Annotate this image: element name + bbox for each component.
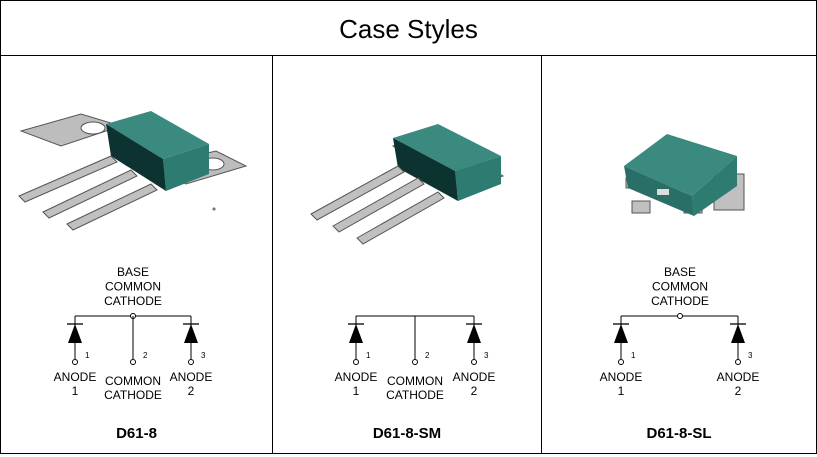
anode-number: 2 [471, 384, 478, 398]
package-image-d61-8 [18, 111, 248, 231]
anode-number: 1 [618, 384, 625, 398]
anode-label: ANODE [600, 370, 643, 384]
anode-label: ANODE [54, 370, 97, 384]
diode-icon [467, 324, 481, 343]
pin-number: 3 [748, 351, 753, 360]
pin-number: 1 [631, 351, 636, 360]
anode-label: ANODE [170, 370, 213, 384]
common-cathode-label: COMMON [387, 374, 443, 388]
pin-terminal-icon [412, 359, 418, 365]
common-cathode-label: CATHODE [104, 388, 162, 402]
case-label: D61-8-SM [372, 425, 442, 442]
anode-number: 2 [735, 384, 742, 398]
base-label: BASE [117, 265, 149, 279]
pin-terminal-icon [72, 359, 78, 365]
base-label: COMMON [652, 280, 708, 294]
diode-icon [614, 324, 628, 343]
pin-terminal-icon [735, 359, 741, 365]
diode-icon [68, 324, 82, 343]
case-label: D61-8 [116, 425, 157, 442]
pin-number: 1 [366, 351, 371, 360]
pin-terminal-icon [130, 359, 136, 365]
column-divider [272, 56, 273, 453]
anode-label: ANODE [717, 370, 760, 384]
common-cathode-label: CATHODE [386, 388, 444, 402]
case-label: D61-8-SL [646, 425, 712, 442]
pin-number: 1 [85, 351, 90, 360]
table-title: Case Styles [1, 1, 816, 56]
pin-number: 2 [425, 351, 430, 360]
anode-number: 2 [188, 384, 195, 398]
base-terminal-icon [677, 313, 683, 319]
anode-label: ANODE [453, 370, 496, 384]
base-label: CATHODE [651, 294, 709, 308]
package-image-d61-8-sl [624, 134, 745, 216]
anode-label: ANODE [335, 370, 378, 384]
pin-number: 3 [484, 351, 489, 360]
base-label: CATHODE [104, 294, 162, 308]
diode-icon [184, 324, 198, 343]
diode-icon [349, 324, 363, 343]
package-image-d61-8-sm [310, 124, 505, 245]
column-divider [541, 56, 542, 453]
pin-terminal-icon [618, 359, 624, 365]
pin-number: 2 [143, 351, 148, 360]
diode-icon [731, 324, 745, 343]
base-label: BASE [664, 265, 696, 279]
pin-terminal-icon [353, 359, 359, 365]
pin-terminal-icon [188, 359, 194, 365]
base-label: COMMON [105, 280, 161, 294]
anode-number: 1 [353, 384, 360, 398]
common-cathode-label: COMMON [105, 374, 161, 388]
anode-number: 1 [72, 384, 79, 398]
pin-number: 3 [201, 351, 206, 360]
pin-terminal-icon [471, 359, 477, 365]
